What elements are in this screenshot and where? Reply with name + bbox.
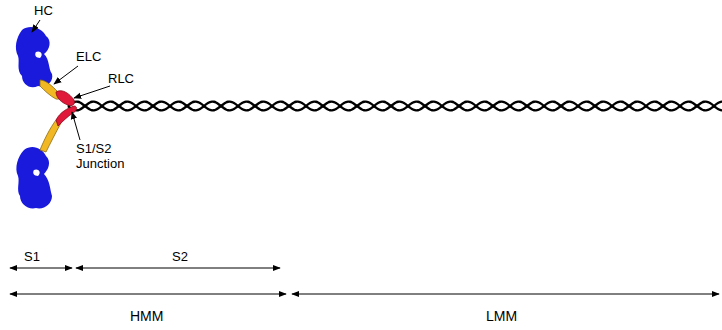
head-cleft (33, 169, 39, 176)
leader-arrow (72, 112, 80, 140)
coiled-coil-tail (68, 102, 722, 111)
helix-strand (68, 102, 722, 111)
heavy-chain-head (16, 27, 52, 87)
part-label: S1/S2 Junction (76, 142, 138, 172)
regulatory-light-chain (56, 91, 75, 106)
dimension-arrow (10, 294, 286, 295)
dimension-label: S1 (22, 250, 42, 265)
dimension-label: S2 (170, 250, 190, 265)
dimension-arrow (76, 268, 280, 269)
part-label: HC (34, 4, 53, 19)
heavy-chain-head (16, 147, 52, 208)
fragment-label: LMM (486, 308, 517, 324)
leader-arrow (54, 66, 78, 84)
head-cleft (35, 51, 41, 58)
leader-arrow (74, 86, 110, 98)
leader-arrow (32, 20, 40, 32)
part-label: ELC (76, 50, 101, 65)
helix-strand (68, 102, 722, 111)
dimension-arrow (10, 268, 72, 269)
fragment-label: HMM (130, 308, 163, 324)
dimension-arrow (292, 294, 719, 295)
part-label: RLC (108, 72, 134, 87)
